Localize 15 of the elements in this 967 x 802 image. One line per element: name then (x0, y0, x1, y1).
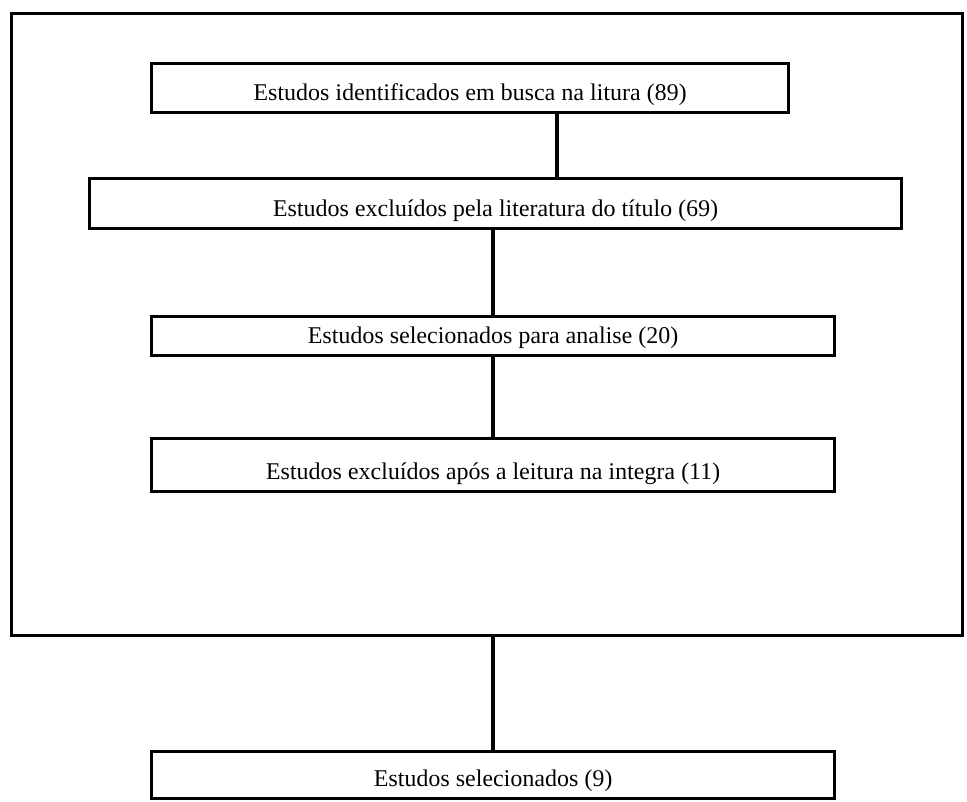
box-label: Estudos identificados em busca na litura (89) (253, 80, 687, 107)
connector-line (491, 357, 495, 437)
process-box (150, 437, 836, 493)
box-label: Estudos excluídos pela literatura do título (69) (272, 196, 718, 223)
process-box (150, 62, 790, 114)
connector-line (555, 114, 559, 177)
group-frame (10, 12, 964, 637)
box-label: Estudos selecionados para analise (20) (308, 323, 678, 350)
process-box (150, 315, 836, 357)
box-label: Estudos excluídos após a leitura na integra (11) (266, 459, 720, 486)
process-box (88, 177, 903, 230)
box-label: Estudos selecionados (9) (374, 766, 612, 793)
connector-line (491, 637, 495, 750)
connector-line (491, 230, 495, 315)
process-box (150, 750, 836, 800)
